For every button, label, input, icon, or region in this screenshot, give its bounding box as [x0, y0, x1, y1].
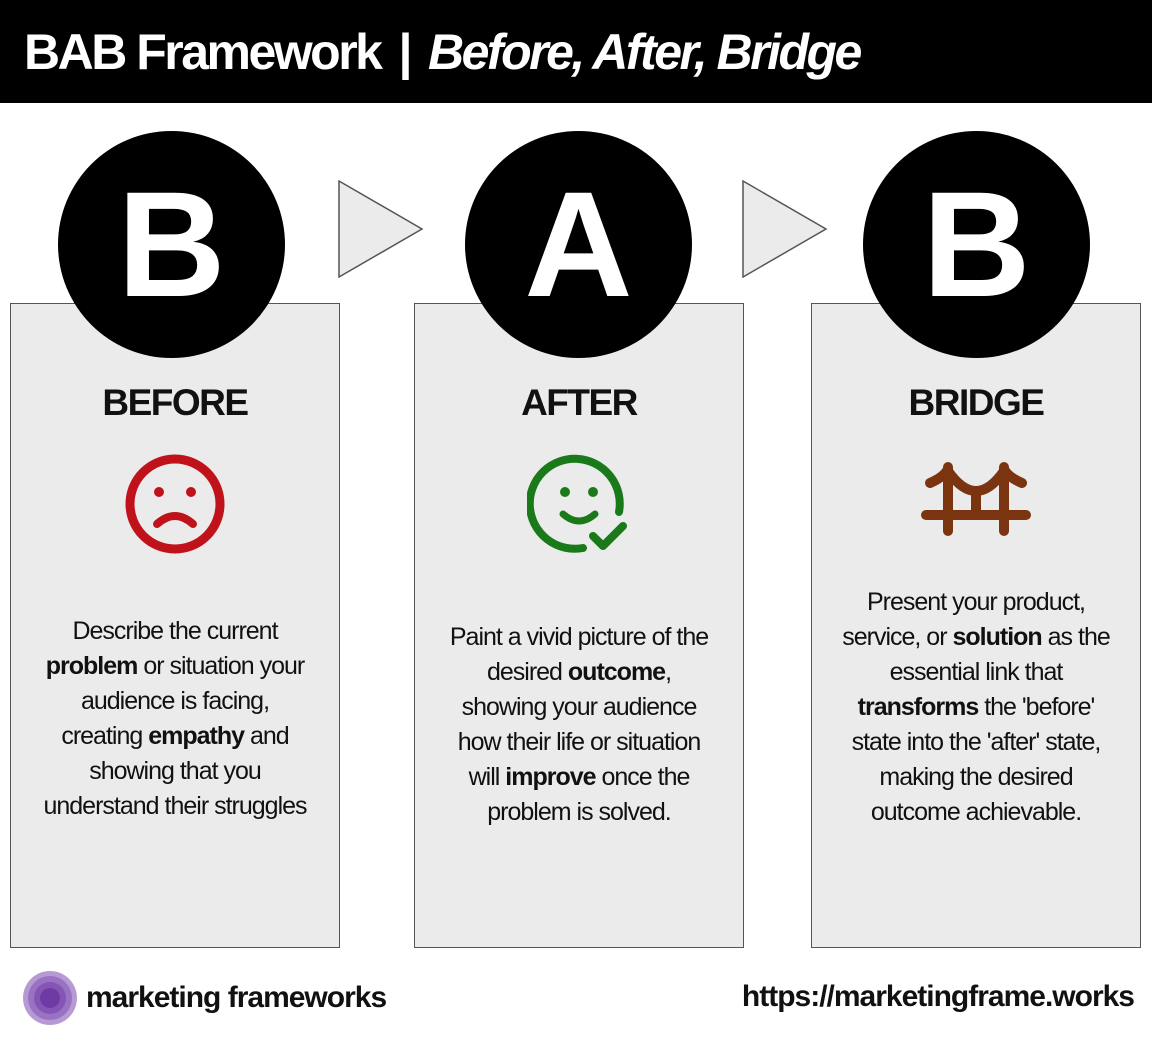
description-line: how their life or situation [415, 725, 743, 760]
text-segment: outcome achievable. [870, 798, 1082, 826]
description-line: Describe the current [11, 614, 339, 649]
logo-circle-icon [23, 971, 77, 1025]
text-segment: the 'before' [978, 693, 1095, 721]
before-card: BEFORE Describe the current problem or si… [10, 303, 340, 948]
website-link[interactable]: https://marketingframe.works [741, 980, 1135, 1013]
text-segment: showing that you [89, 757, 262, 785]
card-heading: BEFORE [102, 382, 249, 423]
title: BAB Framework [24, 23, 383, 80]
header-bar: BAB Framework | Before, After, Bridge [0, 0, 1152, 103]
step-letter-circle: A [465, 131, 692, 358]
text-segment: showing your audience [461, 693, 698, 721]
text-segment: how their life or situation [457, 728, 702, 756]
subtitle: Before, After, Bridge [428, 23, 862, 80]
emphasis-text: problem [45, 652, 139, 680]
description-line: service, or solution as the [812, 620, 1140, 655]
text-segment: Describe the current [72, 617, 278, 645]
description-line: state into the 'after' state, [812, 725, 1140, 760]
description-line: understand their struggles [11, 789, 339, 824]
emphasis-text: transforms [857, 693, 980, 721]
happy-face-check-icon [527, 454, 627, 553]
description-line: outcome achievable. [812, 795, 1140, 830]
step-letter-circle: B [863, 131, 1090, 358]
emphasis-text: empathy [148, 722, 245, 750]
text-segment: Present your product, [866, 588, 1086, 616]
title-separator: | [398, 23, 413, 80]
brand-logo: marketing frameworks [22, 970, 387, 1026]
description-line: essential link that [812, 655, 1140, 690]
text-segment: service, or [842, 623, 953, 651]
emphasis-text: improve [505, 763, 596, 791]
emphasis-text: solution [952, 623, 1042, 651]
card-heading: AFTER [521, 382, 638, 423]
text-segment: once the [595, 763, 690, 791]
text-segment: , [665, 658, 672, 686]
description-line: desired outcome, [415, 655, 743, 690]
description-line: Paint a vivid picture of the [415, 620, 743, 655]
card-description: Describe the current problem or situation… [11, 614, 339, 824]
description-line: problem is solved. [415, 795, 743, 830]
text-segment: Paint a vivid picture of the [449, 623, 709, 651]
arrow-right-icon [742, 180, 828, 278]
text-segment: desired [486, 658, 568, 686]
text-segment: creating [61, 722, 149, 750]
emphasis-text: outcome [567, 658, 666, 686]
text-segment: audience is facing, [80, 687, 270, 715]
description-line: Present your product, [812, 585, 1140, 620]
after-card: AFTER Paint a vivid picture of the desire… [414, 303, 744, 948]
brand-name: marketing frameworks [86, 981, 387, 1014]
description-line: transforms the 'before' [812, 690, 1140, 725]
text-segment: problem is solved. [487, 798, 671, 826]
card-description: Paint a vivid picture of the desired outc… [415, 620, 743, 830]
description-line: will improve once the [415, 760, 743, 795]
description-line: audience is facing, [11, 684, 339, 719]
card-heading: BRIDGE [908, 382, 1045, 423]
text-segment: or situation your [137, 652, 305, 680]
text-segment: state into the 'after' state, [851, 728, 1102, 756]
description-line: creating empathy and [11, 719, 339, 754]
description-line: making the desired [812, 760, 1140, 795]
text-segment: understand their struggles [43, 792, 307, 820]
step-letter-circle: B [58, 131, 285, 358]
bridge-icon [921, 462, 1031, 536]
description-line: showing your audience [415, 690, 743, 725]
sad-face-icon [125, 454, 225, 554]
description-line: problem or situation your [11, 649, 339, 684]
arrow-right-icon [338, 180, 424, 278]
bridge-card: BRIDGE Present your product, service, or … [811, 303, 1141, 948]
card-description: Present your product, service, or solutio… [812, 585, 1140, 830]
text-segment: making the desired [879, 763, 1073, 791]
text-segment: as the [1041, 623, 1111, 651]
description-line: showing that you [11, 754, 339, 789]
text-segment: and [244, 722, 290, 750]
text-segment: essential link that [889, 658, 1064, 686]
text-segment: will [468, 763, 506, 791]
